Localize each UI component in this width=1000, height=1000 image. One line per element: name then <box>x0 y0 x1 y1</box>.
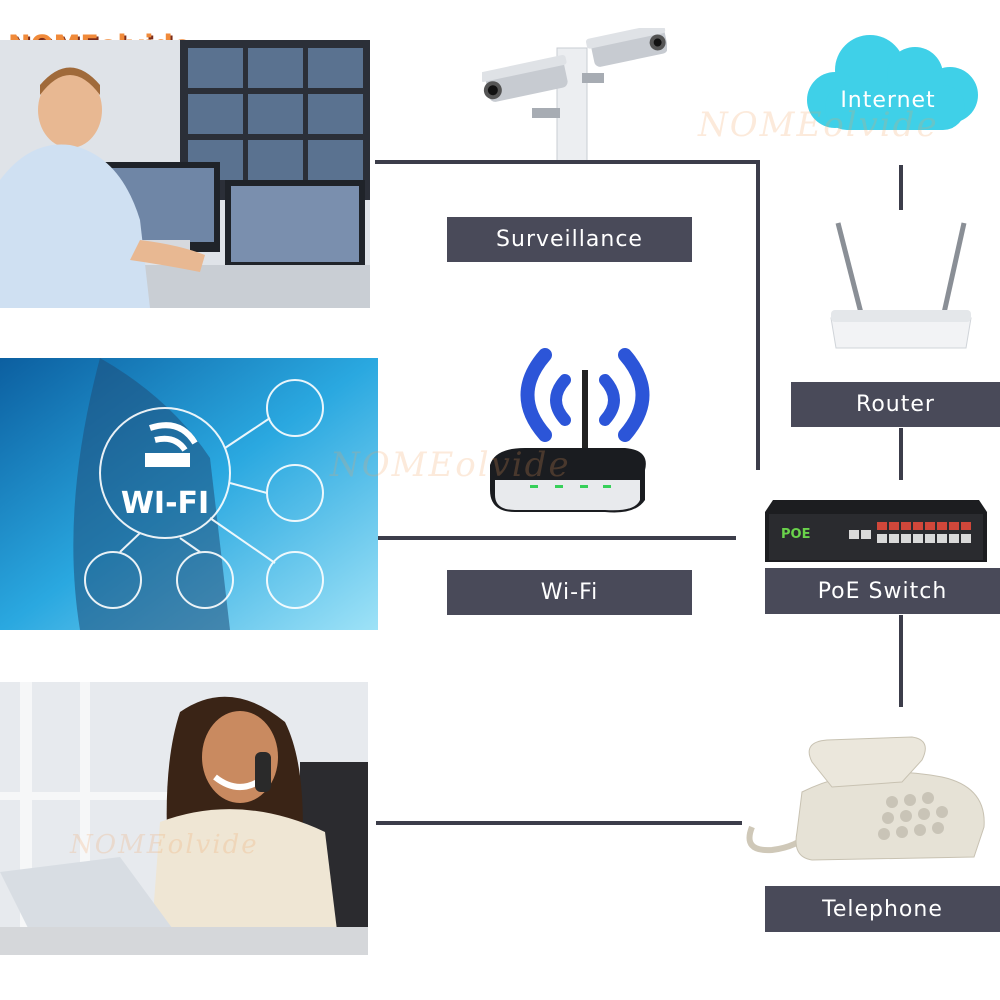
watermark-top: NOMEolvide <box>698 105 939 145</box>
poe-switch-label: PoE Switch <box>765 568 1000 614</box>
internet-cloud-icon <box>800 30 986 135</box>
poe-badge-text: POE <box>781 527 811 542</box>
line-wifi-h <box>378 536 736 540</box>
watermark-bottom: NOMEolvide <box>70 830 259 860</box>
line-surveillance-v <box>756 160 760 470</box>
line-switch-telephone <box>899 615 903 707</box>
router-label: Router <box>791 382 1000 427</box>
cctv-camera-icon <box>479 23 668 164</box>
wifi-concept-photo: WI-FI <box>0 358 378 630</box>
watermark-center: NOMEolvide <box>330 445 571 485</box>
surveillance-photo <box>0 40 370 308</box>
wifi-label: Wi-Fi <box>447 570 692 615</box>
wifi-router-icon <box>485 340 650 520</box>
line-surveillance-h <box>375 160 759 164</box>
line-telephone-h <box>376 821 742 825</box>
line-internet-router <box>899 165 903 210</box>
wifi-hub-text: WI-FI <box>120 486 210 521</box>
telephone-icon <box>742 732 990 864</box>
line-router-switch <box>899 428 903 480</box>
surveillance-label: Surveillance <box>447 217 692 262</box>
poe-switch-icon: POE <box>765 500 987 562</box>
router-icon <box>826 218 976 356</box>
internet-label: Internet <box>840 88 936 113</box>
telephone-user-photo <box>0 682 368 955</box>
telephone-label: Telephone <box>765 886 1000 932</box>
